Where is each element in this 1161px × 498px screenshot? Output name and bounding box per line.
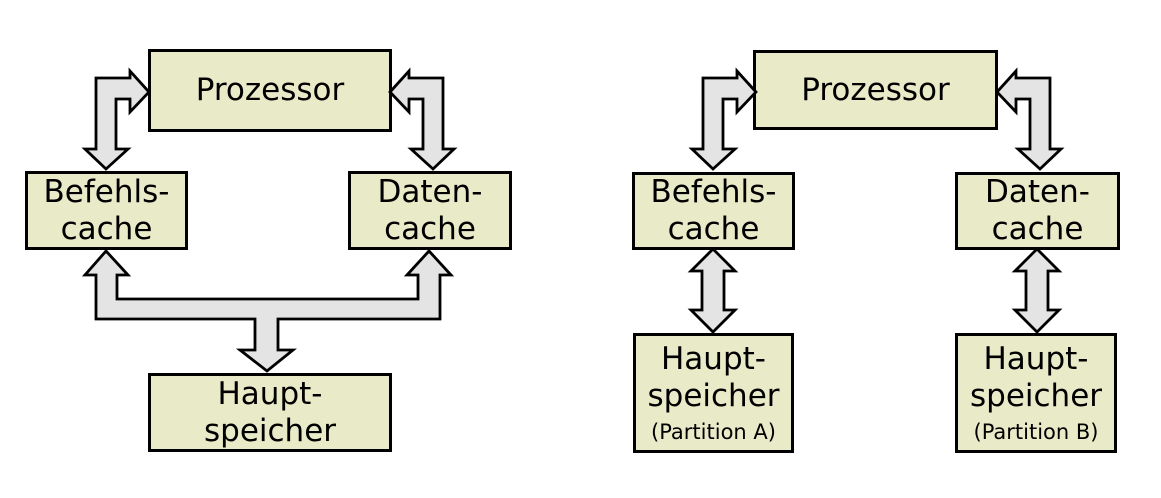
instruction-cache-label-line2: cache <box>667 211 760 247</box>
data-cache-box: Daten- cache <box>955 172 1120 250</box>
main-memory-partition-b-box: Haupt- speicher (Partition B) <box>955 333 1117 453</box>
main-memory-b-label-line2: speicher <box>969 378 1103 414</box>
processor-data-cache-arrow <box>995 67 1065 171</box>
instruction-cache-box: Befehls- cache <box>632 172 795 250</box>
main-memory-partition-a-box: Haupt- speicher (Partition A) <box>633 333 794 453</box>
data-cache-box: Daten- cache <box>348 171 512 250</box>
processor-label: Prozessor <box>195 72 345 108</box>
caches-main-memory-merged-arrow <box>81 248 455 373</box>
main-memory-b-label-line1: Haupt- <box>983 341 1089 377</box>
instruction-cache-label-line2: cache <box>60 210 153 247</box>
data-cache-partition-b-arrow <box>1011 247 1063 334</box>
partition-b-note: (Partition B) <box>973 420 1099 444</box>
main-memory-label-line2: speicher <box>203 412 337 449</box>
instruction-cache-label-line1: Befehls- <box>43 173 170 210</box>
instruction-cache-box: Befehls- cache <box>25 171 188 250</box>
partition-a-note: (Partition A) <box>651 420 776 444</box>
instruction-cache-label-line1: Befehls- <box>650 174 777 210</box>
data-cache-label-line2: cache <box>384 210 476 247</box>
main-memory-label-line1: Haupt- <box>217 375 323 412</box>
data-cache-label-line1: Daten- <box>985 174 1090 210</box>
data-cache-label-line1: Daten- <box>377 173 483 210</box>
data-cache-label-line2: cache <box>991 211 1084 247</box>
processor-instruction-cache-arrow <box>81 67 151 171</box>
main-memory-a-label-line1: Haupt- <box>661 341 766 377</box>
processor-box: Prozessor <box>148 49 392 132</box>
processor-data-cache-arrow <box>388 67 458 171</box>
main-memory-box: Haupt- speicher <box>148 373 392 452</box>
processor-instruction-cache-arrow <box>688 67 758 171</box>
main-memory-a-label-line2: speicher <box>647 378 780 414</box>
processor-label: Prozessor <box>801 71 950 108</box>
processor-box: Prozessor <box>753 50 998 130</box>
instruction-cache-partition-a-arrow <box>687 247 739 334</box>
